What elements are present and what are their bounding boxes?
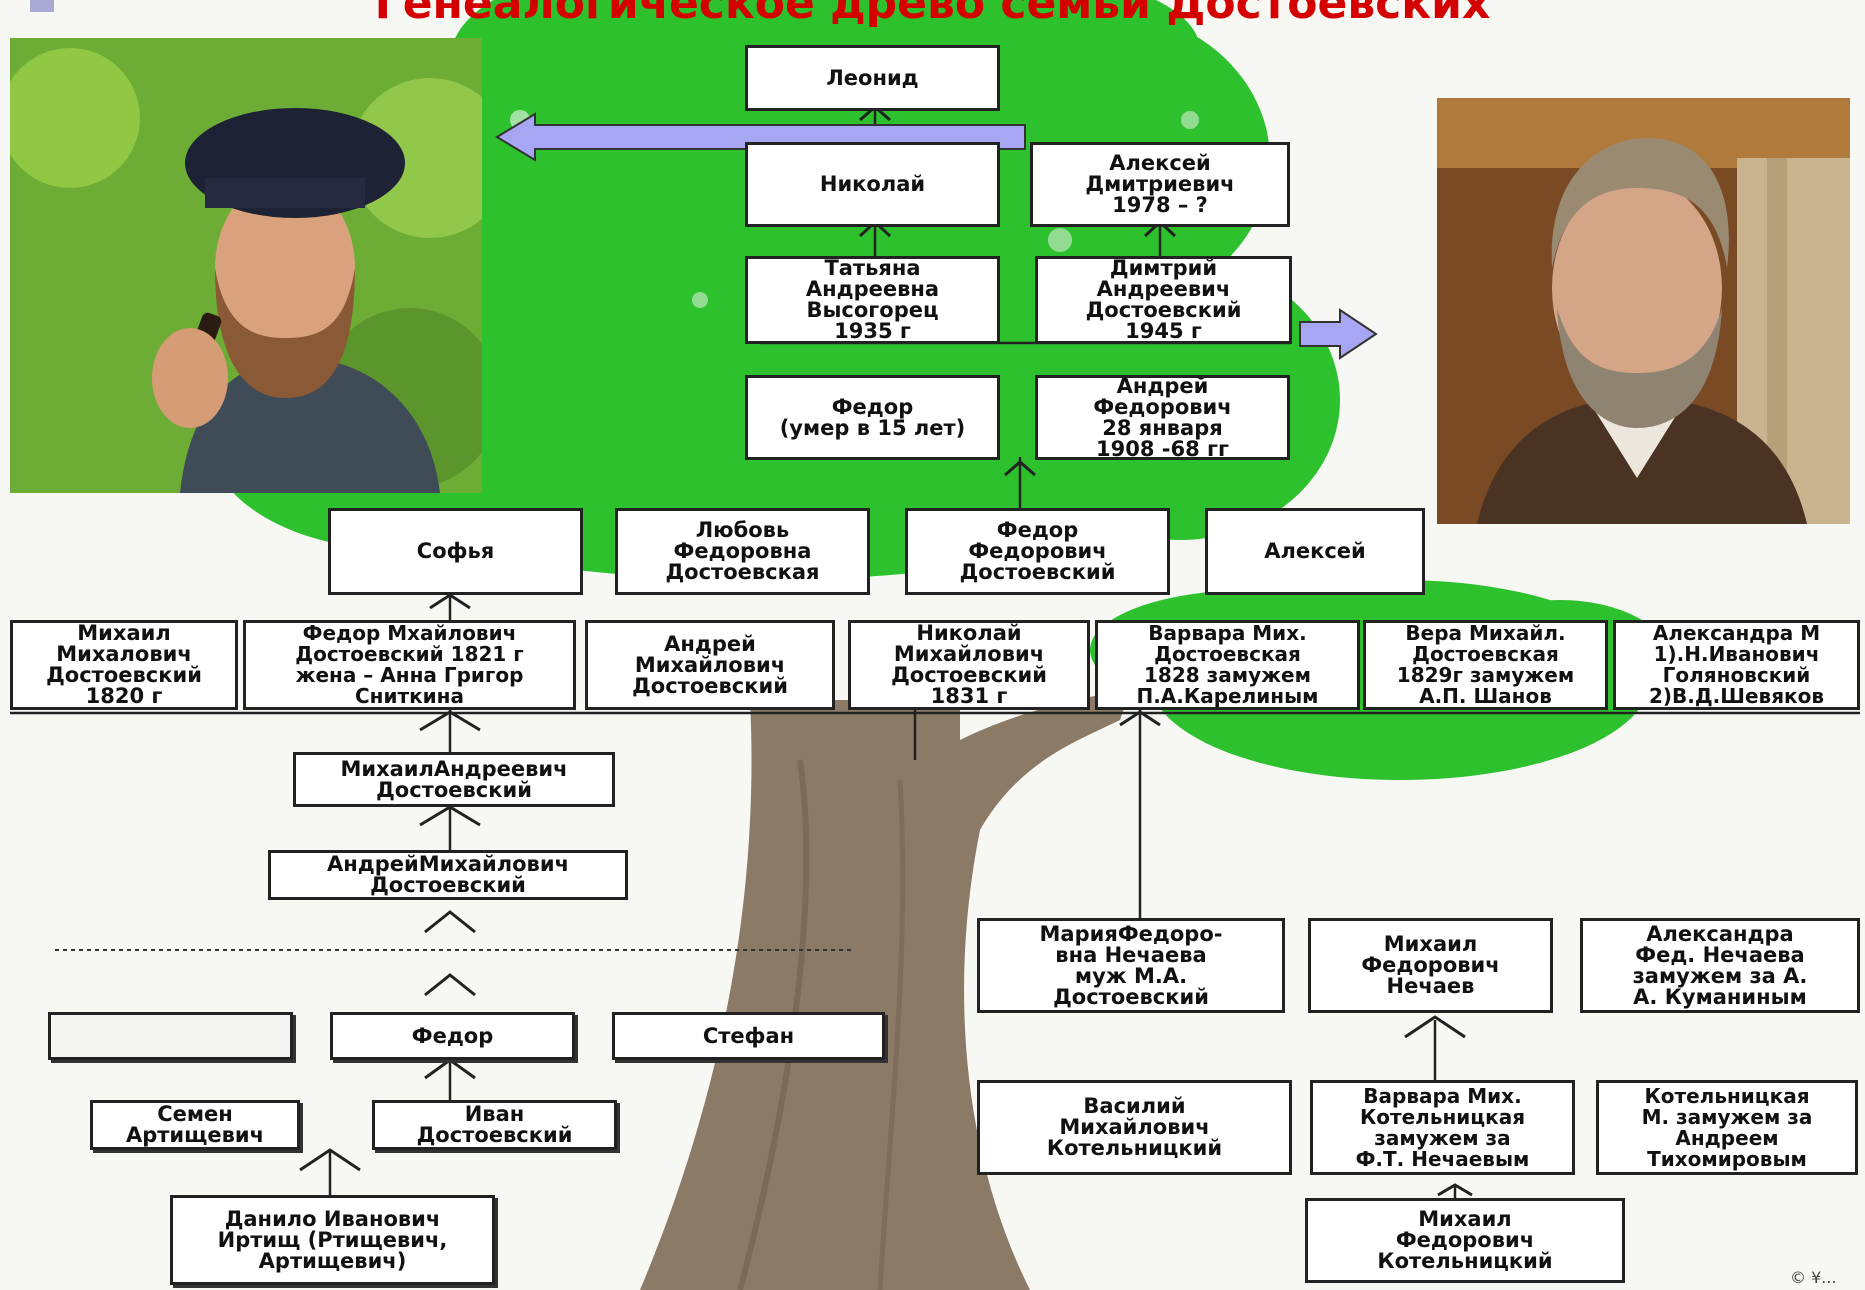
portrait-photo-icon: [1437, 98, 1850, 524]
person-box-dmitry: Димтрий Андреевич Достоевский 1945 г: [1035, 256, 1292, 344]
person-box-kotelnitskaya-m: Котельницкая М. замужем за Андреем Тихом…: [1596, 1080, 1858, 1175]
person-box-vera-mikh: Вера Михайл. Достоевская 1829г замужем А…: [1363, 620, 1608, 710]
person-box-nikolai-mikhailovich: Николай Михайлович Достоевский 1831 г: [848, 620, 1090, 710]
person-box-empty: [48, 1012, 293, 1060]
person-box-sofya: Софья: [328, 508, 583, 595]
person-box-fedor-fedorovich: Федор Федорович Достоевский: [905, 508, 1170, 595]
person-box-fedor-mikhailovich: Федор Мхайлович Достоевский 1821 г жена …: [243, 620, 576, 710]
person-box-andrei-mikhailovich: Андрей Михайлович Достоевский: [585, 620, 835, 710]
title-bullet: [30, 0, 54, 12]
person-box-tatyana: Татьяна Андреевна Высогорец 1935 г: [745, 256, 1000, 344]
arrowheads: [299, 105, 1473, 1197]
person-box-semen: Семен Артищевич: [90, 1100, 300, 1150]
person-box-maria-fedorovna: МарияФедоро- вна Нечаева муж М.А. Достое…: [977, 918, 1285, 1013]
person-box-andrei-fedorovich: Андрей Федорович 28 января 1908 -68 гг: [1035, 375, 1290, 460]
person-box-lyubov: Любовь Федоровна Достоевская: [615, 508, 870, 595]
person-box-varvara-kotelnitskaya: Варвара Мих. Котельницкая замужем за Ф.Т…: [1310, 1080, 1575, 1175]
tree-trunk: [640, 690, 1130, 1290]
page-title: Генеалогическое древо семьи Достоевских: [374, 0, 1491, 29]
person-box-fedor-15: Федор (умер в 15 лет): [745, 375, 1000, 460]
person-box-varvara-mikh: Варвара Мих. Достоевская 1828 замужем П.…: [1095, 620, 1360, 710]
person-box-leonid: Леонид: [745, 45, 1000, 111]
person-box-mikhail-nechaev: Михаил Федорович Нечаев: [1308, 918, 1553, 1013]
person-box-nikolai-top: Николай: [745, 142, 1000, 227]
photo-young-man-beret: [10, 38, 482, 493]
person-box-aleksandra-fed: Александра Фед. Нечаева замужем за А. А.…: [1580, 918, 1860, 1013]
person-box-aleksandra-m: Александра М 1).Н.Иванович Голяновский 2…: [1613, 620, 1860, 710]
person-box-aleksei-dmitrievich: Алексей Дмитриевич 1978 – ?: [1030, 142, 1290, 227]
person-box-stefan: Стефан: [612, 1012, 885, 1060]
person-box-andrei-mikhailovich-2: АндрейМихайлович Достоевский: [268, 850, 628, 900]
person-box-danilo: Данило Иванович Иртищ (Ртищевич, Артищев…: [170, 1195, 495, 1285]
person-box-ivan: Иван Достоевский: [372, 1100, 617, 1150]
person-box-mikhail-andreevich: МихаилАндреевич Достоевский: [293, 752, 615, 807]
photo-older-man: [1437, 98, 1850, 524]
signature: © ¥...: [1790, 1268, 1837, 1287]
person-box-aleksei: Алексей: [1205, 508, 1425, 595]
blue-arrow-right: [1299, 308, 1378, 360]
portrait-photo-icon: [10, 38, 482, 493]
person-box-vasily: Василий Михайлович Котельницкий: [977, 1080, 1292, 1175]
person-box-mikhail-kotelnitsky: Михаил Федорович Котельницкий: [1305, 1198, 1625, 1283]
person-box-fedor-low: Федор: [330, 1012, 575, 1060]
person-box-mikhail-mikhailovich: Михаил Михалович Достоевский 1820 г: [10, 620, 238, 710]
